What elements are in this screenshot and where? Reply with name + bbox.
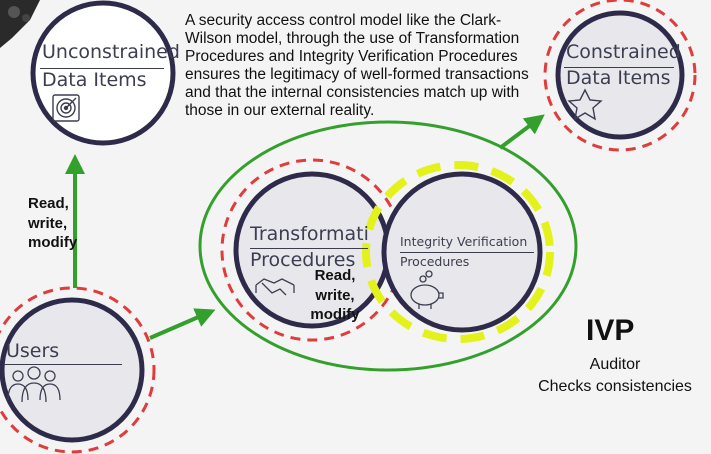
unconstrained-subtitle: Data Items (42, 69, 147, 91)
procedures-group-ellipse (198, 120, 578, 372)
edge-label-line: write, (315, 286, 355, 304)
constrained-dashed-ring (543, 0, 697, 152)
ivp-title: IVP (586, 314, 635, 347)
target-icon (52, 94, 80, 122)
ivp-role: Auditor (589, 356, 641, 373)
edge-label-line: modify (28, 234, 78, 251)
handshake-icon (255, 278, 295, 296)
users-divider (4, 364, 122, 365)
integrity-divider (400, 252, 534, 253)
edge-label-line: Read, (28, 195, 69, 212)
people-icon (7, 366, 61, 403)
users-title: Users (6, 340, 60, 362)
edge-label-line: Read, (314, 267, 356, 284)
constrained-subtitle: Data Items (566, 67, 671, 89)
ivp-highlight-ring (362, 161, 554, 343)
edge-label-line: modify (310, 306, 360, 323)
transformation-divider (250, 248, 368, 249)
edge-label-line: write, (28, 214, 68, 232)
unconstrained-title: Unconstrained (42, 41, 180, 63)
transformation-title: Transformatio (250, 224, 368, 245)
model-description: A security access control model like the… (185, 12, 529, 119)
tp-access-label: Read, write, modify (300, 266, 370, 325)
arrow-group-to-constrained (498, 114, 545, 150)
piggy-bank-icon (410, 270, 444, 309)
constrained-title: Constrained (566, 41, 681, 63)
integrity-subtitle: Procedures (400, 254, 470, 269)
corner-artifact (0, 0, 40, 48)
constrained-data-items-circle (555, 10, 685, 140)
constrained-divider (564, 67, 674, 68)
ivp-task: Checks consistencies (538, 378, 692, 395)
users-to-udi-label: Read, write, modify (28, 194, 77, 253)
integrity-title: Integrity Verification (400, 235, 528, 249)
unconstrained-divider (40, 68, 164, 69)
arrow-users-to-transformation (149, 308, 216, 340)
transformation-subtitle: Procedures (250, 249, 356, 271)
users-circle (0, 297, 145, 443)
star-icon (567, 88, 603, 121)
users-dashed-ring (0, 286, 156, 454)
